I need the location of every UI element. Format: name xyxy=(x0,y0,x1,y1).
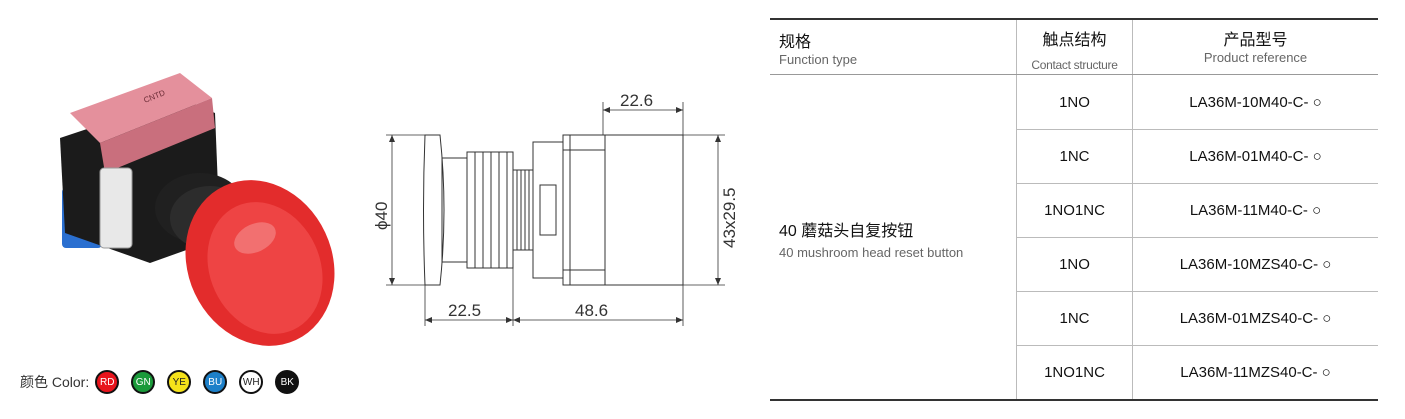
header-contact-en: Contact structure xyxy=(1031,58,1118,72)
color-code: WH xyxy=(242,376,260,388)
contact-cell: 1NO1NC xyxy=(1016,184,1132,237)
table-bottom-rule xyxy=(770,399,1378,401)
contact-cell: 1NC xyxy=(1016,130,1132,183)
drawing-contact-block xyxy=(562,134,684,286)
reference-cell: LA36M-01MZS40-C- ○ xyxy=(1132,292,1378,345)
table-row: 1NC LA36M-01M40-C- ○ xyxy=(1016,129,1378,183)
table-row: 1NO1NC LA36M-11MZS40-C- ○ xyxy=(1016,345,1378,399)
dimension-drawing: 22.6 ϕ40 43x29.5 22.5 48.6 xyxy=(372,91,739,326)
function-type-en: 40 mushroom head reset button xyxy=(779,245,964,260)
contact-cell: 1NO xyxy=(1016,238,1132,291)
color-swatch-gn: GN xyxy=(131,370,156,394)
contact-cell: 1NO xyxy=(1016,75,1132,129)
spec-table: 规格 Function type 触点结构 Contact structure … xyxy=(770,18,1378,401)
table-row: 1NO LA36M-10M40-C- ○ xyxy=(1016,75,1378,129)
reference-cell: LA36M-01M40-C- ○ xyxy=(1132,130,1378,183)
white-clip xyxy=(99,167,133,249)
color-swatch-bk: BK xyxy=(275,370,300,394)
drawing-cap-outline xyxy=(423,134,445,286)
header-product-reference: 产品型号 Product reference xyxy=(1132,20,1378,74)
color-swatch-ye: YE xyxy=(167,370,192,394)
table-row: 1NC LA36M-01MZS40-C- ○ xyxy=(1016,291,1378,345)
header-function-en: Function type xyxy=(779,52,858,67)
table-top-rule xyxy=(770,18,1378,20)
header-reference-en: Product reference xyxy=(1203,50,1308,65)
header-function-type: 规格 Function type xyxy=(770,20,1016,74)
header-contact-zh: 触点结构 xyxy=(1042,32,1107,49)
color-code: YE xyxy=(172,376,186,388)
function-type-cell: 40 蘑菇头自复按钮 40 mushroom head reset button xyxy=(770,75,1016,399)
header-divider xyxy=(770,74,1378,75)
product-photo: CNTD xyxy=(60,73,335,346)
color-legend-label: 颜色 Color: xyxy=(20,374,90,390)
reference-cell: LA36M-11M40-C- ○ xyxy=(1132,184,1378,237)
color-legend: 颜色 Color: RD GN YE BU WH BK xyxy=(20,366,311,398)
pink-contact-module xyxy=(70,73,212,143)
color-code: GN xyxy=(135,376,151,388)
contact-cell: 1NC xyxy=(1016,292,1132,345)
color-swatch-bu: BU xyxy=(203,370,228,394)
header-contact-structure: 触点结构 Contact structure xyxy=(1016,20,1132,74)
reference-cell: LA36M-10MZS40-C- ○ xyxy=(1132,238,1378,291)
table-row: 1NO1NC LA36M-11M40-C- ○ xyxy=(1016,183,1378,237)
table-row: 1NO LA36M-10MZS40-C- ○ xyxy=(1016,237,1378,291)
header-reference-zh: 产品型号 xyxy=(1223,32,1288,49)
color-swatch-wh: WH xyxy=(239,370,264,394)
color-swatch-rd: RD xyxy=(95,370,120,394)
dim-height-label: 43x29.5 xyxy=(720,188,739,249)
function-type-zh: 40 蘑菇头自复按钮 xyxy=(779,223,914,240)
color-code: BU xyxy=(208,376,223,388)
color-code: BK xyxy=(280,376,294,388)
dim-bottom-left-label: 22.5 xyxy=(448,301,481,320)
color-code: RD xyxy=(100,376,115,388)
reference-cell: LA36M-11MZS40-C- ○ xyxy=(1132,346,1378,399)
header-function-zh: 规格 xyxy=(779,34,812,51)
dim-top-label: 22.6 xyxy=(620,91,653,110)
reference-cell: LA36M-10M40-C- ○ xyxy=(1132,75,1378,129)
dim-bottom-right-label: 48.6 xyxy=(575,301,608,320)
contact-cell: 1NO1NC xyxy=(1016,346,1132,399)
dim-diameter-label: ϕ40 xyxy=(372,202,391,230)
